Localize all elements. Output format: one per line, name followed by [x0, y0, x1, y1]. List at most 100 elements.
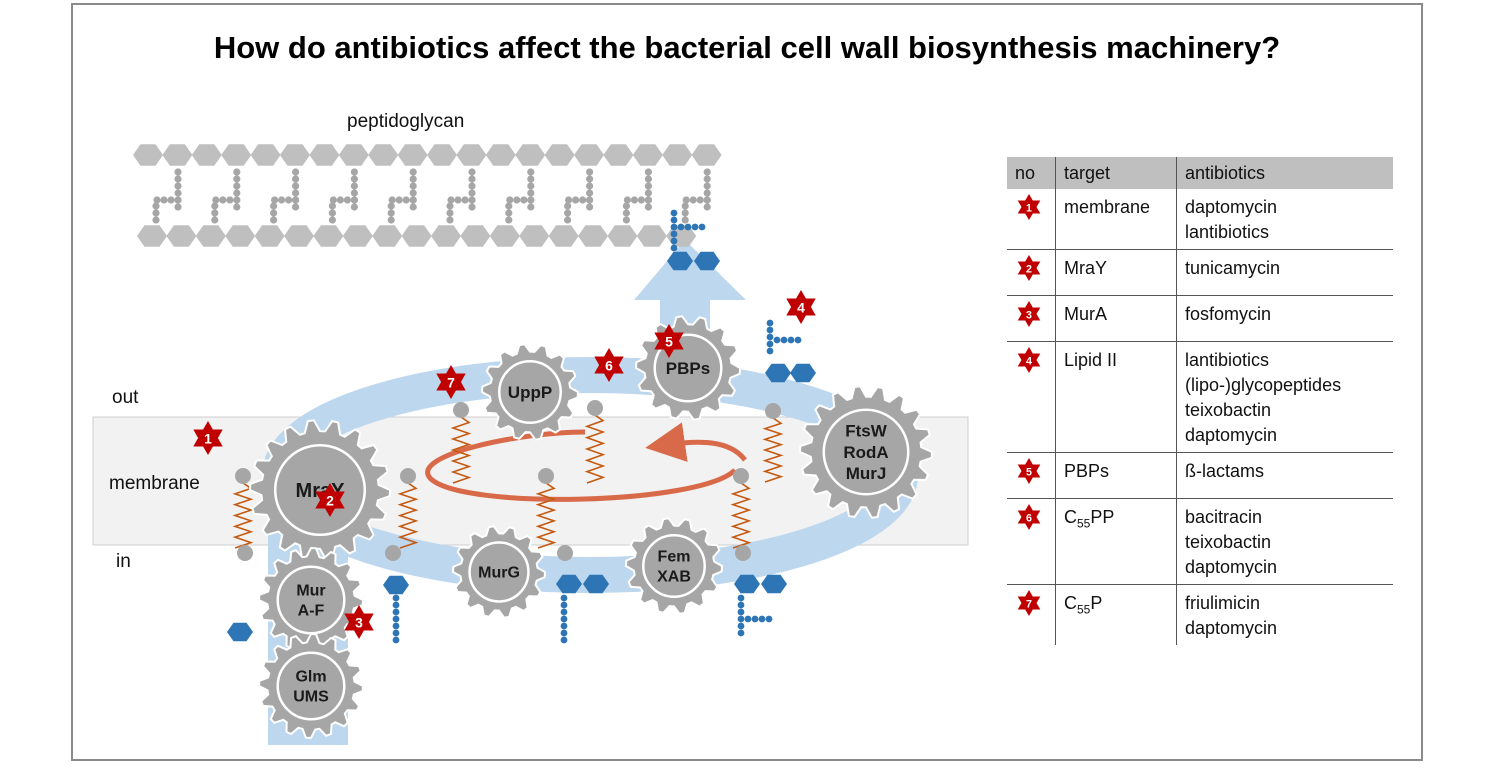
row-target: MraY — [1055, 249, 1177, 296]
star-1: 1 — [193, 421, 223, 455]
table-row: 3 MurA fosfomycin — [1007, 295, 1393, 342]
antibiotic-name: teixobactin — [1185, 532, 1272, 552]
antibiotic-name: daptomycin — [1185, 425, 1278, 445]
table-row: 2 MraY tunicamycin — [1007, 249, 1393, 296]
label-in: in — [116, 551, 131, 572]
svg-text:1: 1 — [1026, 202, 1032, 214]
star-badge-1: 1 — [1017, 194, 1041, 220]
svg-text:RodA: RodA — [843, 443, 888, 462]
row-target: PBPs — [1055, 452, 1177, 499]
star-2: 2 — [315, 483, 345, 517]
table-row: 1 membrane daptomycin lantibiotics — [1007, 189, 1393, 250]
antibiotic-name: friulimicin — [1185, 593, 1261, 613]
row-number-star: 3 — [1007, 295, 1056, 342]
star-badge-2: 2 — [1017, 255, 1041, 281]
gear-ftsw-roda-murj: FtsW RodA MurJ — [798, 385, 934, 519]
row-number-star: 7 — [1007, 584, 1056, 645]
star-badge-6: 6 — [1017, 504, 1041, 530]
label-membrane: membrane — [109, 473, 200, 494]
gear-uppp: UppP — [480, 343, 580, 441]
star-7: 7 — [436, 365, 466, 399]
svg-text:FtsW: FtsW — [845, 422, 888, 441]
svg-text:5: 5 — [1026, 466, 1032, 478]
row-target: membrane — [1055, 189, 1177, 250]
antibiotic-name: (lipo-)glycopeptides — [1185, 375, 1342, 395]
star-3: 3 — [344, 605, 374, 639]
svg-text:A-F: A-F — [298, 603, 325, 620]
row-antibiotics: lantibiotics (lipo-)glycopeptides teixobac… — [1176, 341, 1393, 453]
row-antibiotics: tunicamycin — [1176, 249, 1393, 296]
antibiotic-name: fosfomycin — [1185, 304, 1272, 324]
gear-pbps: PBPs — [634, 315, 742, 421]
row-number-star: 2 — [1007, 249, 1056, 296]
sugar-units — [227, 209, 816, 644]
label-peptidoglycan: peptidoglycan — [347, 111, 465, 132]
header-antibiotics: antibiotics — [1176, 157, 1393, 189]
svg-text:6: 6 — [605, 358, 613, 374]
svg-text:MurG: MurG — [478, 565, 520, 582]
svg-text:UMS: UMS — [293, 689, 329, 706]
row-antibiotics: daptomycin lantibiotics — [1176, 189, 1393, 250]
antibiotic-name: lantibiotics — [1185, 222, 1270, 242]
gear-murg: MurG — [451, 525, 547, 619]
antibiotic-name: teixobactin — [1185, 400, 1272, 420]
star-badge-5: 5 — [1017, 458, 1041, 484]
row-target: C55PP — [1055, 498, 1177, 585]
svg-text:5: 5 — [665, 334, 673, 350]
svg-text:Glm: Glm — [295, 669, 326, 686]
svg-text:7: 7 — [447, 375, 455, 391]
table-row: 4 Lipid II lantibiotics (lipo-)glycopeptide… — [1007, 341, 1393, 453]
svg-text:PBPs: PBPs — [666, 359, 710, 378]
antibiotic-name: bacitracin — [1185, 507, 1263, 527]
svg-text:3: 3 — [355, 615, 363, 631]
svg-text:Mur: Mur — [296, 583, 325, 600]
header-target: target — [1055, 157, 1177, 189]
svg-text:7: 7 — [1026, 598, 1032, 610]
antibiotic-name: daptomycin — [1185, 197, 1278, 217]
svg-text:2: 2 — [326, 493, 334, 509]
row-target: MurA — [1055, 295, 1177, 342]
svg-text:XAB: XAB — [657, 569, 691, 586]
figure-title: How do antibiotics affect the bacterial … — [213, 30, 1281, 65]
svg-text:4: 4 — [797, 300, 805, 316]
svg-text:6: 6 — [1026, 512, 1032, 524]
row-target: C55P — [1055, 584, 1177, 645]
antibiotic-name: tunicamycin — [1185, 258, 1281, 278]
row-antibiotics: ß-lactams — [1176, 452, 1393, 499]
row-number-star: 1 — [1007, 189, 1056, 250]
svg-text:2: 2 — [1026, 263, 1032, 275]
row-antibiotics: fosfomycin — [1176, 295, 1393, 342]
table-row: 5 PBPs ß-lactams — [1007, 452, 1393, 499]
row-number-star: 4 — [1007, 341, 1056, 453]
cycle-arrow — [425, 429, 737, 502]
row-target: Lipid II — [1055, 341, 1177, 453]
antibiotic-name: lantibiotics — [1185, 350, 1270, 370]
peptidoglycan-layer — [133, 144, 722, 247]
antibiotic-name: ß-lactams — [1185, 461, 1265, 481]
star-5: 5 — [654, 324, 684, 358]
svg-text:MurJ: MurJ — [846, 464, 887, 483]
svg-text:4: 4 — [1026, 355, 1032, 367]
svg-text:3: 3 — [1026, 309, 1032, 321]
star-badge-7: 7 — [1017, 590, 1041, 616]
label-out: out — [112, 387, 139, 408]
row-number-star: 6 — [1007, 498, 1056, 585]
star-6: 6 — [594, 348, 624, 382]
gear-mray: MraY — [248, 419, 392, 561]
lipid-carriers — [232, 400, 784, 561]
row-number-star: 5 — [1007, 452, 1056, 499]
star-4: 4 — [786, 290, 816, 324]
star-badge-3: 3 — [1017, 301, 1041, 327]
header-no: no — [1007, 157, 1056, 189]
gear-mur-a-f: MurA-F — [257, 546, 365, 654]
svg-text:UppP: UppP — [508, 383, 552, 402]
svg-text:Fem: Fem — [658, 549, 691, 566]
